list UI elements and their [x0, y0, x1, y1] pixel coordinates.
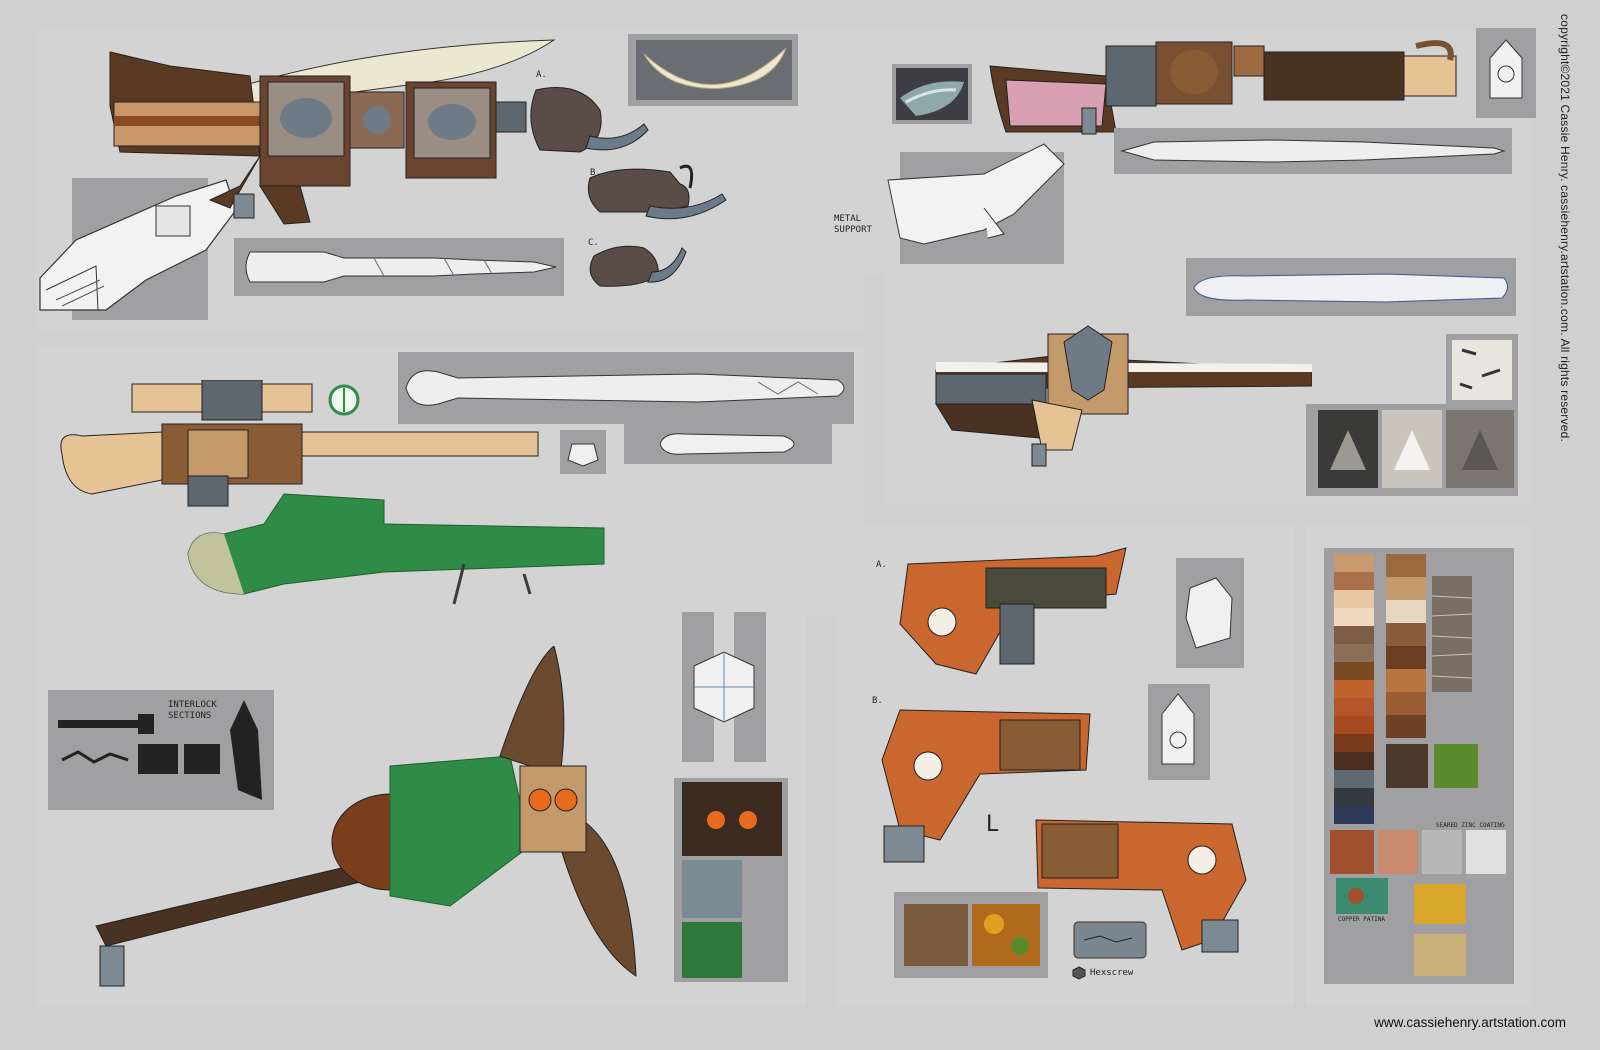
- color-swatch: [1334, 788, 1374, 806]
- color-swatch: [1386, 577, 1426, 600]
- metal-reference-photos: [1330, 830, 1506, 874]
- wolf-reference-photos: [1318, 410, 1514, 488]
- wolf-top-view: [1193, 273, 1508, 303]
- color-swatch: [1334, 572, 1374, 590]
- copper-patina-note: COPPER PATINA: [1338, 916, 1385, 923]
- smg-left-hand-label: L: [986, 812, 999, 837]
- owl-staff-illustration: [95, 646, 637, 987]
- elephant-variant-c-label: C.: [588, 238, 599, 248]
- bear-3d-sketch: [887, 143, 1065, 245]
- color-swatch: [1334, 626, 1374, 644]
- website-url: www.cassiehenry.artstation.com: [1374, 1015, 1566, 1030]
- interlock-sections-note: INTERLOCK SECTIONS: [168, 700, 217, 721]
- hex-screw-note: Hexscrew: [1090, 968, 1134, 978]
- elephant-rifle-illustration: [109, 39, 556, 225]
- color-swatch: [1334, 806, 1374, 824]
- interlock-diagram: [58, 700, 262, 800]
- elephant-rifle-top-view: [245, 251, 557, 283]
- bear-top-view: [1120, 139, 1506, 163]
- color-swatch: [1386, 669, 1426, 692]
- bear-shotgun-illustration: [989, 40, 1457, 135]
- color-swatch: [1386, 715, 1426, 738]
- bear-mount-sketch: [1489, 39, 1523, 99]
- bark-moss-reference: [1386, 744, 1478, 788]
- smg-variant-b-label: B.: [872, 696, 883, 706]
- smg-b-mount-sketch: [1161, 693, 1195, 765]
- squirrel-side-sketch: [624, 424, 832, 464]
- tusk-reference-photo: [636, 40, 792, 100]
- elephant-head-b: [587, 164, 727, 220]
- smg-a-mount-sketch: [1185, 577, 1233, 649]
- smg-a-illustration: [899, 547, 1127, 675]
- owl-reference-photos: [682, 782, 782, 978]
- color-swatch: [1386, 554, 1426, 577]
- elephant-variant-b-label: B.: [590, 168, 601, 178]
- color-swatch: [1334, 608, 1374, 626]
- birch-reference-photo: [1452, 340, 1512, 400]
- color-swatch: [1334, 752, 1374, 770]
- smg-variant-a-label: A.: [876, 560, 887, 570]
- wood-grain-reference: [1432, 576, 1472, 692]
- squirrel-sniper-illustration: [60, 380, 539, 507]
- color-swatch: [1386, 692, 1426, 715]
- ring-icon: [328, 384, 360, 416]
- color-swatch: [1334, 590, 1374, 608]
- hex-screw-sketch: [1073, 921, 1147, 959]
- ground-reference-photos: [904, 904, 1040, 966]
- smg-b-illustration: [881, 709, 1091, 863]
- squirrel-top-view: [405, 370, 845, 406]
- copper-patina-photo: [1336, 878, 1388, 914]
- hex-screw-icon: [1072, 966, 1086, 980]
- moss-sniper-illustration: [187, 493, 605, 605]
- wolf-rifle-illustration: [935, 325, 1312, 467]
- elephant-variant-a-label: A.: [536, 70, 547, 80]
- smg-l-illustration: [1035, 819, 1247, 953]
- owl-mount-sketch: [693, 612, 755, 762]
- elephant-head-a: [530, 87, 649, 153]
- color-swatch: [1386, 646, 1426, 669]
- color-swatch: [1386, 600, 1426, 623]
- squirrel-mount-sketch: [567, 443, 599, 467]
- color-swatch: [1334, 770, 1374, 788]
- copyright-notice: copyright©2021 Cassie Henry. cassiehenry…: [1558, 14, 1572, 442]
- color-swatch: [1334, 698, 1374, 716]
- color-swatch: [1334, 554, 1374, 572]
- color-swatch: [1334, 644, 1374, 662]
- elephant-head-c: [589, 245, 687, 287]
- color-swatch: [1386, 623, 1426, 646]
- color-swatch: [1334, 662, 1374, 680]
- brass-reference-photos: [1414, 884, 1466, 976]
- color-swatch: [1334, 716, 1374, 734]
- color-swatch: [1334, 734, 1374, 752]
- metal-support-note: METAL SUPPORT: [834, 214, 872, 235]
- elephant-rifle-3d-sketch: [39, 179, 237, 311]
- abalone-reference-photo: [896, 68, 968, 120]
- seared-zinc-note: SEARED ZINC COATING: [1436, 822, 1505, 829]
- color-swatch: [1334, 680, 1374, 698]
